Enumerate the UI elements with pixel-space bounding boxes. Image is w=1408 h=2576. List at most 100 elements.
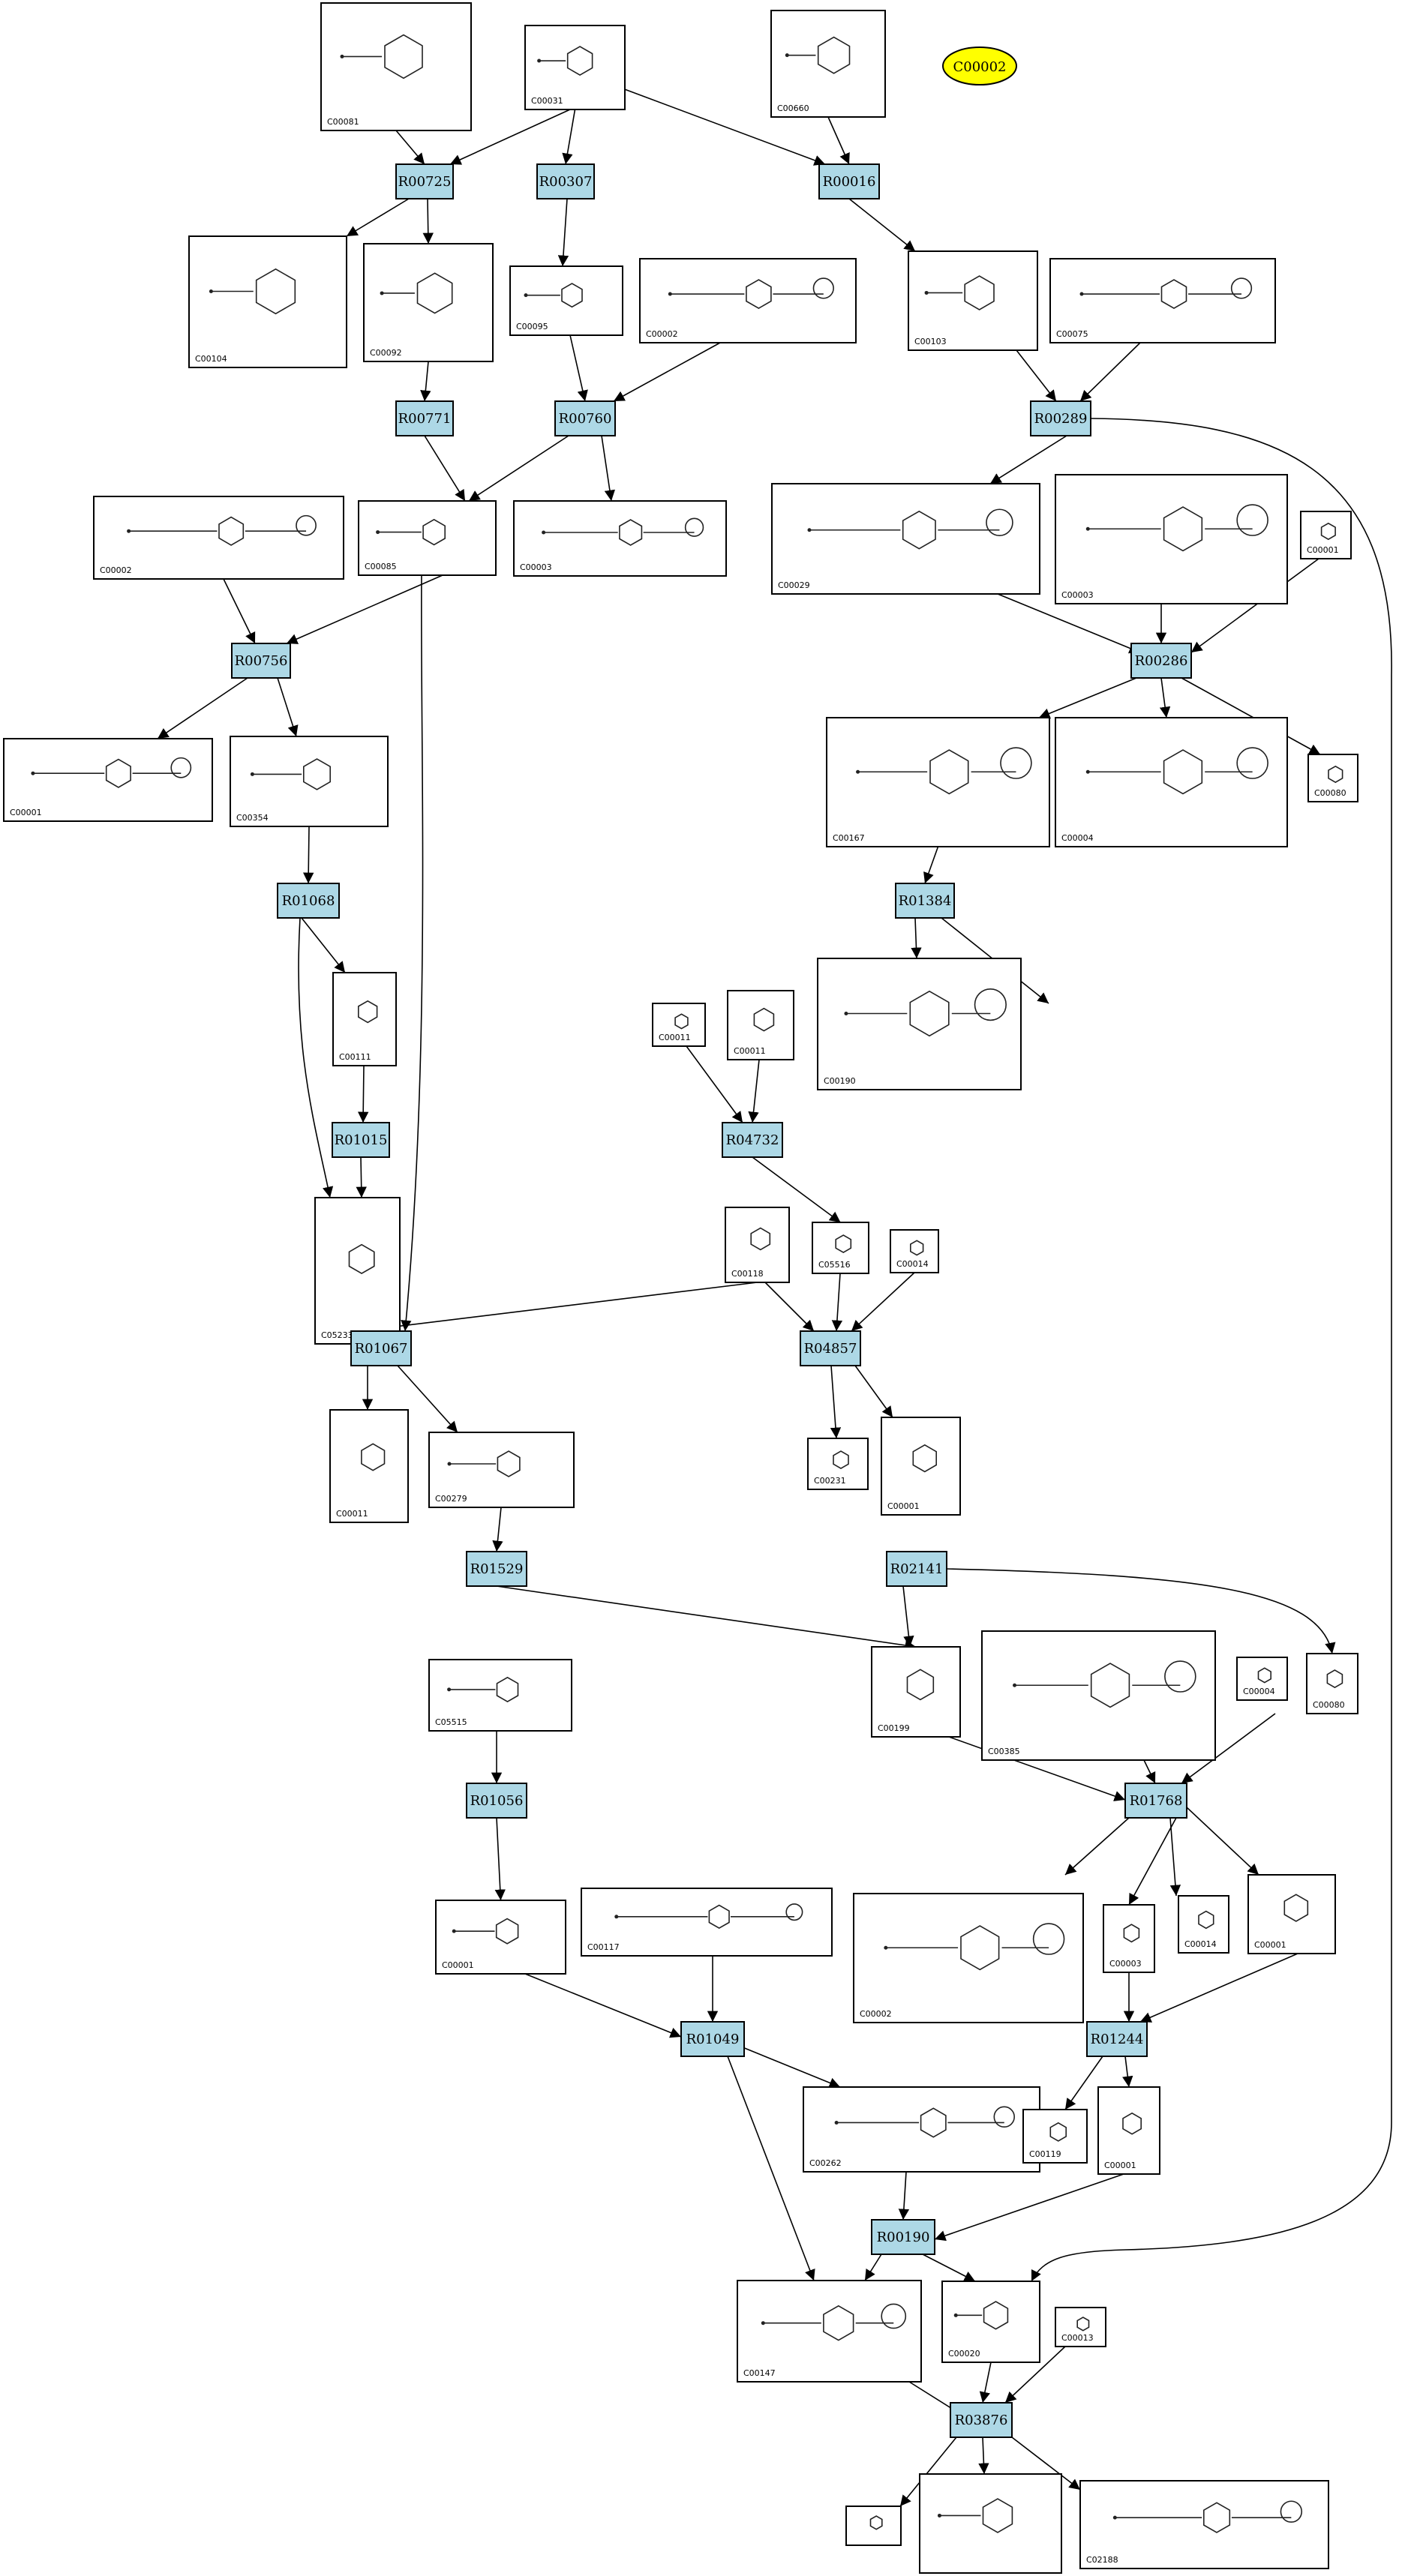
compound-node[interactable]: C00001 bbox=[881, 1417, 961, 1516]
compound-node[interactable]: C00004 bbox=[1055, 717, 1288, 847]
reaction-node[interactable]: R00307 bbox=[536, 163, 595, 199]
compound-node[interactable]: C00013 bbox=[1055, 2307, 1106, 2347]
reaction-node[interactable]: R01068 bbox=[277, 883, 340, 919]
compound-node[interactable] bbox=[919, 2473, 1062, 2574]
compound-node[interactable]: C00660 bbox=[770, 10, 886, 118]
reaction-node[interactable]: R00286 bbox=[1130, 643, 1192, 679]
compound-node[interactable]: C00354 bbox=[230, 736, 389, 827]
compound-node[interactable]: C00080 bbox=[1306, 1653, 1358, 1714]
ring-glyph bbox=[684, 517, 704, 537]
compound-node[interactable]: C00199 bbox=[871, 1646, 961, 1738]
reaction-node[interactable]: R01768 bbox=[1124, 1783, 1187, 1819]
structure-glyph bbox=[1283, 1894, 1309, 1922]
reaction-node[interactable]: R02141 bbox=[886, 1551, 947, 1587]
reaction-node[interactable]: R01529 bbox=[466, 1551, 527, 1587]
ring-glyph bbox=[812, 277, 834, 299]
structure-glyph bbox=[1257, 1667, 1271, 1684]
compound-node[interactable]: C00004 bbox=[1236, 1657, 1288, 1701]
compound-node[interactable]: C00011 bbox=[329, 1409, 409, 1523]
compound-node[interactable]: C02188 bbox=[1079, 2480, 1329, 2569]
compound-node[interactable]: C00190 bbox=[817, 958, 1022, 1090]
compound-node[interactable]: C05515 bbox=[428, 1659, 572, 1732]
compound-node[interactable]: C00001 bbox=[1300, 511, 1352, 559]
reaction-node[interactable]: R01067 bbox=[350, 1330, 412, 1366]
compound-node[interactable]: C00003 bbox=[1103, 1904, 1155, 1973]
compound-node[interactable]: C05516 bbox=[812, 1222, 869, 1274]
reaction-id: R01068 bbox=[282, 893, 335, 909]
compound-node[interactable]: C00085 bbox=[358, 500, 497, 576]
compound-node[interactable]: C00118 bbox=[725, 1207, 790, 1283]
reaction-node[interactable]: R01056 bbox=[466, 1783, 527, 1819]
compound-node[interactable]: C00262 bbox=[803, 2086, 1040, 2173]
reaction-id: R00760 bbox=[559, 411, 612, 427]
reaction-node[interactable]: R01384 bbox=[895, 883, 955, 919]
compound-node[interactable] bbox=[845, 2506, 902, 2546]
compound-node[interactable]: C00003 bbox=[513, 500, 727, 577]
compound-node[interactable]: C00002 bbox=[853, 1893, 1084, 2023]
compound-node[interactable]: C00103 bbox=[908, 250, 1038, 351]
reaction-id: R00307 bbox=[539, 174, 593, 190]
compound-id: C00003 bbox=[520, 562, 552, 572]
reaction-node[interactable]: R00289 bbox=[1030, 400, 1091, 436]
compound-node[interactable]: C00111 bbox=[332, 972, 397, 1066]
compound-node[interactable]: C00081 bbox=[320, 2, 472, 131]
compound-node[interactable]: C00002 bbox=[93, 496, 344, 580]
compound-node[interactable]: C00167 bbox=[826, 717, 1050, 847]
highlight-ellipse[interactable]: C00002 bbox=[942, 46, 1017, 85]
compound-node[interactable]: C00001 bbox=[1097, 2086, 1160, 2175]
structure-glyph bbox=[1090, 1663, 1130, 1708]
structure-glyph bbox=[218, 516, 245, 546]
atom-glyph bbox=[209, 289, 213, 293]
compound-id: C00095 bbox=[516, 322, 548, 331]
reaction-node[interactable]: R00760 bbox=[554, 400, 616, 436]
compound-node[interactable]: C00029 bbox=[771, 483, 1040, 595]
reaction-id: R01768 bbox=[1130, 1793, 1183, 1809]
compound-node[interactable]: C00001 bbox=[1247, 1874, 1336, 1954]
compound-node[interactable]: C00279 bbox=[428, 1432, 575, 1508]
compound-node[interactable]: C00119 bbox=[1022, 2109, 1088, 2164]
reaction-node[interactable]: R00725 bbox=[395, 163, 454, 199]
compound-node[interactable]: C00147 bbox=[737, 2280, 922, 2383]
reaction-id: R00725 bbox=[398, 174, 452, 190]
compound-node[interactable]: C00075 bbox=[1049, 258, 1276, 343]
compound-node[interactable]: C00104 bbox=[188, 235, 347, 368]
compound-node[interactable]: C05233 bbox=[314, 1197, 401, 1345]
reaction-node[interactable]: R03876 bbox=[950, 2402, 1013, 2438]
compound-node[interactable]: C00011 bbox=[652, 1003, 706, 1047]
structure-glyph bbox=[902, 510, 936, 550]
structure-glyph bbox=[497, 1450, 521, 1477]
reaction-node[interactable]: R04732 bbox=[722, 1122, 783, 1158]
reaction-node[interactable]: R00756 bbox=[231, 643, 291, 679]
atom-glyph bbox=[250, 772, 254, 776]
compound-node[interactable]: C00011 bbox=[727, 990, 794, 1060]
compound-node[interactable]: C00092 bbox=[363, 243, 494, 362]
compound-node[interactable]: C00020 bbox=[941, 2281, 1040, 2363]
ring-glyph bbox=[170, 757, 192, 778]
compound-node[interactable]: C00231 bbox=[807, 1438, 869, 1490]
compound-node[interactable]: C00014 bbox=[890, 1229, 939, 1273]
reaction-node[interactable]: R01049 bbox=[680, 2021, 745, 2057]
reaction-node[interactable]: R00190 bbox=[871, 2219, 935, 2255]
structure-glyph bbox=[496, 1676, 519, 1703]
reaction-node[interactable]: R00771 bbox=[395, 400, 454, 436]
atom-glyph bbox=[785, 53, 789, 58]
compound-node[interactable]: C00031 bbox=[524, 25, 626, 110]
reaction-node[interactable]: R00016 bbox=[818, 163, 880, 199]
compound-node[interactable]: C00095 bbox=[509, 265, 623, 336]
compound-node[interactable]: C00117 bbox=[581, 1888, 833, 1957]
compound-node[interactable]: C00001 bbox=[3, 738, 213, 822]
atom-glyph bbox=[614, 1915, 619, 1919]
compound-node[interactable]: C00014 bbox=[1178, 1895, 1229, 1954]
compound-node[interactable]: C00001 bbox=[435, 1900, 566, 1975]
compound-node[interactable]: C00003 bbox=[1055, 474, 1288, 604]
structure-glyph bbox=[982, 2498, 1013, 2533]
reaction-node[interactable]: R01015 bbox=[332, 1122, 390, 1158]
compound-id: C00075 bbox=[1056, 329, 1088, 339]
compound-id: C00199 bbox=[878, 1723, 910, 1733]
compound-node[interactable]: C00385 bbox=[981, 1630, 1216, 1761]
reaction-id: R03876 bbox=[955, 2413, 1008, 2428]
compound-node[interactable]: C00002 bbox=[639, 258, 857, 343]
reaction-node[interactable]: R01244 bbox=[1086, 2021, 1148, 2057]
compound-node[interactable]: C00080 bbox=[1307, 754, 1358, 802]
reaction-node[interactable]: R04857 bbox=[800, 1330, 861, 1366]
